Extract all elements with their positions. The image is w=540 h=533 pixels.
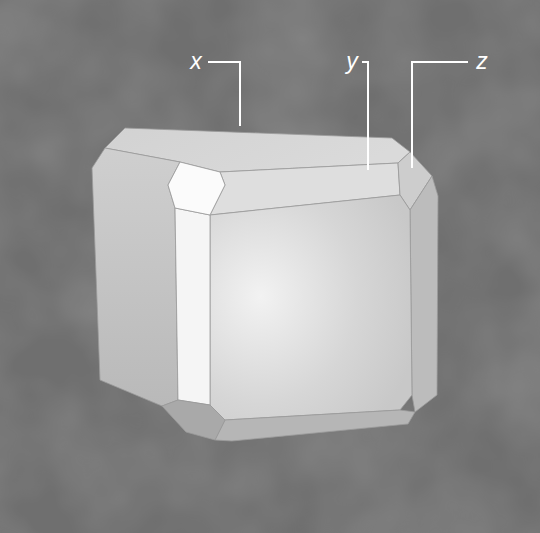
axis-label: z	[476, 50, 488, 73]
leader-line	[208, 62, 240, 126]
leader-line	[412, 62, 468, 168]
bottom-edge-facet	[215, 410, 415, 441]
front-face	[210, 195, 412, 420]
axis-label: y	[346, 50, 358, 73]
leader-line	[362, 62, 368, 170]
axis-label: x	[190, 50, 202, 73]
top-left-corner-facet	[168, 162, 225, 215]
right-edge-facet	[410, 176, 438, 412]
bottom-left-corner-facet	[162, 400, 225, 440]
left-edge-facet	[175, 208, 210, 405]
left-face	[92, 148, 180, 406]
